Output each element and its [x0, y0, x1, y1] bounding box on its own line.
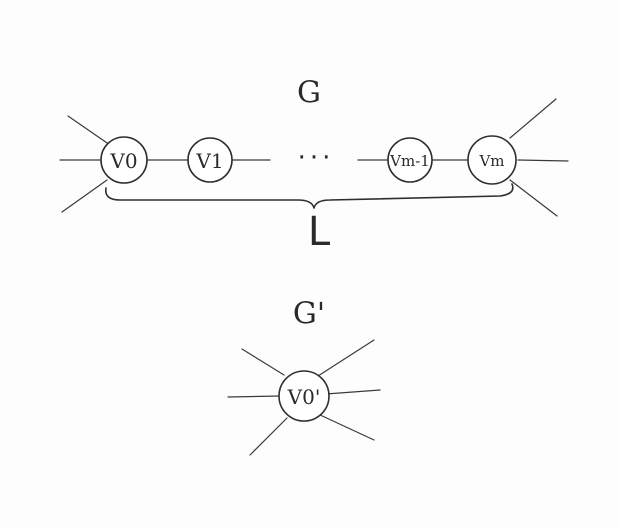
- edge-v0p-external-2: [227, 395, 281, 398]
- path-brace: [104, 183, 514, 209]
- graph-g-prime-title: G': [293, 297, 325, 332]
- graph-g-prime: G' V0': [227, 297, 381, 456]
- node-v0-label: V0: [109, 149, 137, 173]
- node-v0-prime: V0': [278, 370, 330, 422]
- edge-vm-external-1: [509, 98, 557, 139]
- edge-v0p-external-6: [317, 413, 375, 441]
- node-vm-label: Vm: [478, 152, 504, 170]
- edge-v0p-external-1: [241, 348, 285, 376]
- edge-v0p-external-3: [249, 417, 288, 456]
- node-v1: V1: [187, 137, 233, 183]
- node-v1-label: V1: [195, 149, 223, 173]
- edge-vm-external-2: [517, 159, 569, 162]
- node-v0-prime-label: V0': [287, 385, 321, 409]
- path-ellipsis: ···: [298, 143, 335, 173]
- edge-v0-external-1: [67, 115, 111, 146]
- graph-g: G V0 V1 ··· Vm-1 Vm: [59, 76, 569, 255]
- node-vm-minus-1: Vm-1: [387, 137, 433, 183]
- edge-v0-external-3: [61, 179, 108, 213]
- edge-v0p-external-4: [317, 339, 375, 377]
- node-vm-minus-1-label: Vm-1: [389, 152, 430, 170]
- edge-vm-external-3: [509, 179, 558, 217]
- brace-label-l: L: [308, 209, 331, 255]
- node-vm: Vm: [467, 135, 517, 185]
- edge-v0p-external-5: [325, 389, 381, 395]
- graph-g-title: G: [297, 76, 321, 111]
- node-v0: V0: [100, 136, 148, 184]
